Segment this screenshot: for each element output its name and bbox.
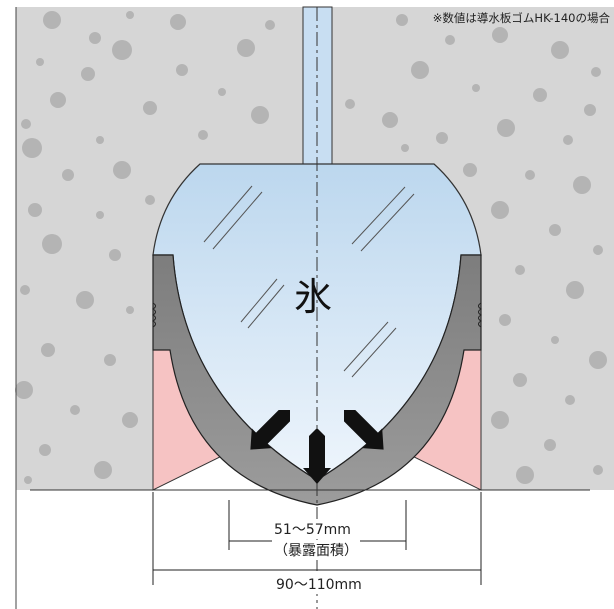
aggregate-dot — [497, 119, 515, 137]
aggregate-dot — [445, 35, 455, 45]
aggregate-dot — [396, 14, 408, 26]
aggregate-dot — [591, 67, 601, 77]
aggregate-dot — [96, 211, 104, 219]
aggregate-dot — [573, 176, 591, 194]
aggregate-dot — [41, 343, 55, 357]
aggregate-dot — [565, 395, 575, 405]
aggregate-dot — [20, 285, 30, 295]
aggregate-dot — [499, 314, 511, 326]
exposed-area-label: （暴露面積） — [272, 540, 360, 560]
aggregate-dot — [143, 101, 157, 115]
aggregate-dot — [516, 466, 534, 484]
aggregate-dot — [237, 39, 255, 57]
aggregate-dot — [491, 411, 509, 429]
aggregate-dot — [492, 27, 508, 43]
aggregate-dot — [463, 163, 477, 177]
ice-glint-marks — [203, 185, 415, 378]
aggregate-dot — [584, 104, 596, 116]
arrow-down-right — [344, 410, 384, 450]
aggregate-dot — [515, 265, 525, 275]
rubber-water-guide-plate — [152, 254, 482, 506]
aggregate-dot — [43, 11, 61, 29]
aggregate-dot — [533, 88, 547, 102]
concrete-block-right — [332, 7, 614, 490]
aggregate-dot — [251, 106, 269, 124]
aggregate-dot — [28, 203, 42, 217]
aggregate-dot — [36, 58, 44, 66]
aggregate-dot — [436, 132, 448, 144]
aggregate-dot — [89, 32, 101, 44]
aggregate-dot — [544, 439, 556, 451]
aggregate-dot — [176, 64, 188, 76]
aggregate-dot — [81, 67, 95, 81]
aggregate-dot — [551, 41, 569, 59]
aggregate-dot — [593, 245, 603, 255]
aggregate-dot — [21, 119, 31, 129]
aggregate-dot — [122, 412, 138, 428]
aggregate-dot — [345, 99, 355, 109]
aggregate-dot — [94, 461, 112, 479]
aggregate-dot — [218, 88, 226, 96]
aggregate-dot — [525, 170, 535, 180]
aggregate-dot — [39, 444, 51, 456]
arrow-down — [303, 428, 331, 484]
aggregate-dot — [382, 112, 398, 128]
ice-label: 氷 — [294, 275, 333, 319]
expansion-arrows — [250, 410, 384, 484]
concrete-block-left — [16, 7, 303, 490]
aggregate-dot — [50, 92, 66, 108]
aggregate-dot — [593, 465, 603, 475]
aggregate-dot — [76, 291, 94, 309]
aggregate-dot — [42, 234, 62, 254]
aggregate-dot — [126, 306, 134, 314]
aggregate-dot — [170, 14, 186, 30]
exposed-width-label: 51～57mm — [272, 519, 353, 539]
aggregate-dot — [96, 136, 104, 144]
aggregate-dot — [411, 61, 429, 79]
aggregate-dot — [472, 84, 480, 92]
aggregate-dot — [513, 373, 527, 387]
aggregate-dot — [15, 381, 33, 399]
rubber-ridges-right — [478, 302, 482, 328]
concrete-aggregate-dots — [15, 11, 607, 484]
aggregate-dot — [401, 144, 409, 152]
aggregate-dot — [62, 169, 74, 181]
total-width-label: 90～110mm — [274, 574, 364, 594]
aggregate-dot — [145, 195, 155, 205]
arrow-down-left — [250, 410, 290, 450]
aggregate-dot — [566, 281, 584, 299]
aggregate-dot — [113, 161, 131, 179]
aggregate-dot — [589, 351, 607, 369]
aggregate-dot — [70, 405, 80, 415]
aggregate-dot — [198, 130, 208, 140]
aggregate-dot — [24, 476, 32, 484]
aggregate-dot — [551, 336, 559, 344]
aggregate-dot — [126, 11, 134, 19]
aggregate-dot — [491, 201, 509, 219]
rubber-ridges-left — [152, 302, 156, 328]
aggregate-dot — [109, 249, 121, 261]
aggregate-dot — [265, 20, 275, 30]
aggregate-dot — [549, 224, 561, 236]
aggregate-dot — [112, 40, 132, 60]
aggregate-dot — [104, 354, 116, 366]
aggregate-dot — [563, 135, 573, 145]
aggregate-dot — [22, 138, 42, 158]
note-text: ※数値は導水板ゴムHK-140の場合 — [432, 11, 610, 25]
